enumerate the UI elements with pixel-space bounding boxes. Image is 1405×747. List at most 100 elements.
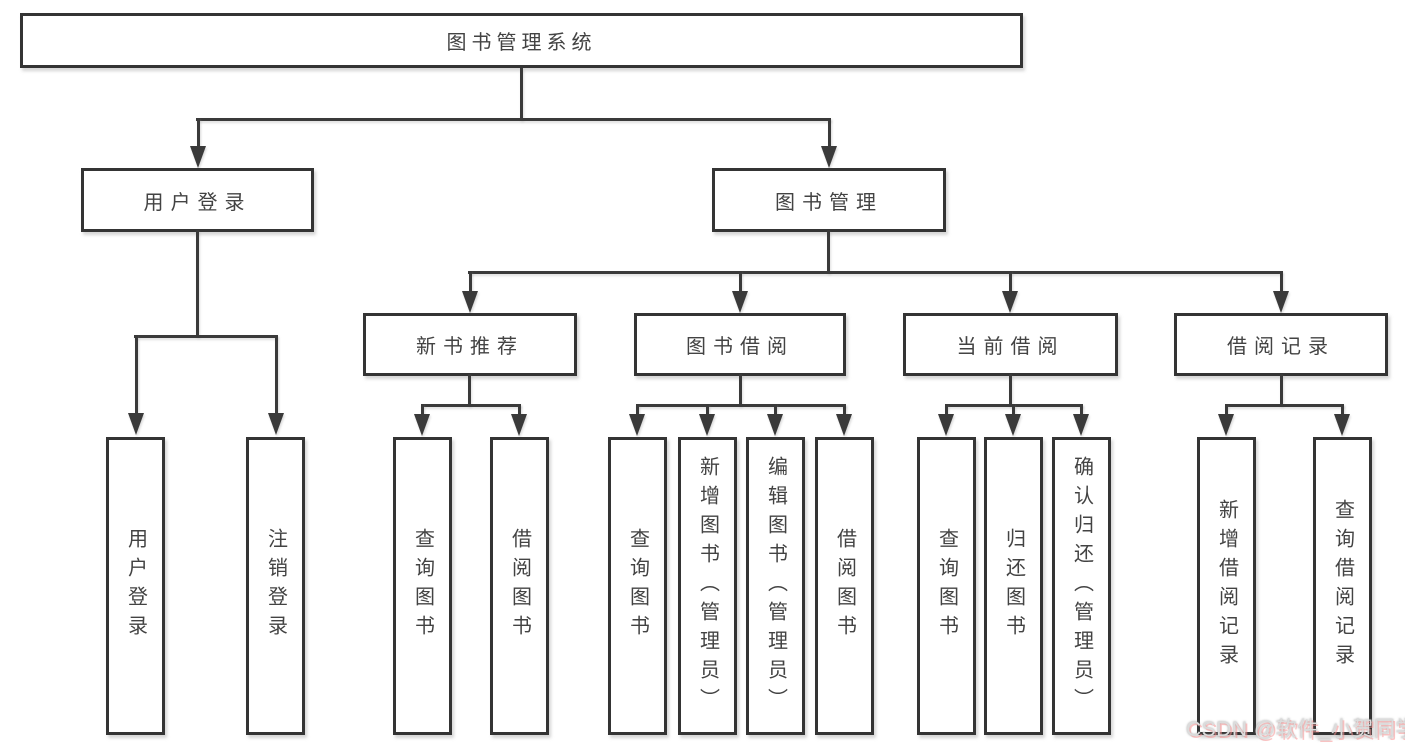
node-root: 图书管理系统 — [20, 13, 1023, 68]
arrow-stem — [705, 404, 709, 418]
node-leaf-bb-add-books: 新增图书（管理员） — [678, 437, 737, 735]
connector-new-book-hbar — [421, 404, 521, 407]
node-leaf-cb-confirm-return: 确认归还（管理员） — [1052, 437, 1111, 735]
arrow-down-icon — [1218, 414, 1234, 436]
connector-user-login-hbar — [134, 335, 277, 338]
arrow-down-icon — [767, 414, 783, 436]
arrow-cb-query-books — [938, 404, 954, 436]
node-leaf-rec-query-books: 查询图书 — [393, 437, 452, 735]
node-leaf-bb-query-books: 查询图书 — [608, 437, 667, 735]
connector-book-borrowing-stem — [739, 374, 742, 406]
arrow-stem — [842, 404, 846, 418]
arrow-down-icon — [511, 414, 527, 436]
node-book-management-label: 图书管理 — [775, 191, 883, 214]
connector-root-stem — [520, 68, 523, 120]
node-leaf-user-login-label: 用户登录 — [124, 528, 147, 644]
node-leaf-bb-edit-books-label: 编辑图书（管理员） — [764, 455, 787, 717]
node-user-login: 用户登录 — [81, 168, 314, 232]
arrow-down-icon — [699, 414, 715, 436]
arrow-down-icon — [128, 413, 144, 435]
node-leaf-cb-query-books-label: 查询图书 — [935, 528, 958, 644]
arrow-stem — [635, 404, 639, 418]
node-user-login-label: 用户登录 — [143, 191, 252, 214]
node-leaf-rec-query-books-label: 查询图书 — [411, 528, 434, 644]
arrow-down-icon — [268, 413, 284, 435]
arrow-rec-query-books — [414, 404, 430, 436]
node-book-borrowing: 图书借阅 — [634, 313, 846, 376]
connector-current-borrowing-stem — [1009, 374, 1012, 406]
arrow-user-login — [190, 118, 206, 168]
arrow-down-icon — [732, 291, 748, 313]
arrow-down-icon — [462, 291, 478, 313]
arrow-stem — [1279, 271, 1283, 295]
arrow-leaf-user-login — [128, 335, 144, 435]
arrow-down-icon — [938, 414, 954, 436]
node-leaf-br-add-record-label: 新增借阅记录 — [1215, 499, 1238, 673]
watermark: CSDN @软件_小贺同学 — [1186, 718, 1405, 741]
arrow-down-icon — [414, 414, 430, 436]
arrow-bb-edit-books — [767, 404, 783, 436]
arrow-down-icon — [1073, 414, 1089, 436]
arrow-stem — [196, 118, 200, 150]
connector-new-book-stem — [468, 374, 471, 406]
arrow-down-icon — [1005, 414, 1021, 436]
arrow-stem — [1340, 404, 1344, 418]
connector-borrowing-records-stem — [1280, 374, 1283, 406]
node-leaf-logout-label: 注销登录 — [264, 528, 287, 644]
arrow-stem — [468, 271, 472, 295]
arrow-stem — [944, 404, 948, 418]
arrow-book-management — [821, 118, 837, 168]
arrow-down-icon — [190, 146, 206, 168]
arrow-stem — [1224, 404, 1228, 418]
arrow-cb-confirm-return — [1073, 404, 1089, 436]
node-new-book-recommend: 新书推荐 — [363, 313, 577, 376]
arrow-leaf-logout — [268, 335, 284, 435]
arrow-bb-borrow-books — [836, 404, 852, 436]
node-book-management: 图书管理 — [712, 168, 946, 232]
arrow-borrowing-records — [1273, 271, 1289, 313]
node-borrowing-records-label: 借阅记录 — [1227, 336, 1335, 358]
node-leaf-bb-add-books-label: 新增图书（管理员） — [696, 455, 719, 717]
arrow-down-icon — [1002, 291, 1018, 313]
arrow-stem — [517, 404, 521, 418]
arrow-stem — [773, 404, 777, 418]
node-leaf-bb-borrow-books-label: 借阅图书 — [833, 528, 856, 644]
arrow-stem — [274, 335, 278, 417]
arrow-book-borrowing — [732, 271, 748, 313]
arrow-down-icon — [836, 414, 852, 436]
node-current-borrowing: 当前借阅 — [903, 313, 1118, 376]
arrow-cb-return-books — [1005, 404, 1021, 436]
node-leaf-br-query-record-label: 查询借阅记录 — [1331, 499, 1354, 673]
connector-borrowing-records-hbar — [1225, 404, 1344, 407]
arrow-down-icon — [629, 414, 645, 436]
connector-book-borrowing-hbar — [636, 404, 846, 407]
arrow-stem — [738, 271, 742, 295]
node-new-book-recommend-label: 新书推荐 — [416, 336, 524, 358]
connector-book-management-hbar — [468, 271, 1282, 274]
node-current-borrowing-label: 当前借阅 — [956, 336, 1065, 358]
arrow-down-icon — [1273, 291, 1289, 313]
node-book-borrowing-label: 图书借阅 — [686, 336, 794, 358]
arrow-bb-add-books — [699, 404, 715, 436]
node-leaf-bb-query-books-label: 查询图书 — [626, 528, 649, 644]
node-leaf-user-login: 用户登录 — [106, 437, 165, 735]
node-leaf-rec-borrow-books: 借阅图书 — [490, 437, 549, 735]
node-leaf-cb-return-books: 归还图书 — [984, 437, 1043, 735]
arrow-bb-query-books — [629, 404, 645, 436]
node-leaf-bb-edit-books: 编辑图书（管理员） — [746, 437, 805, 735]
arrow-current-borrowing — [1002, 271, 1018, 313]
connector-book-management-stem — [827, 230, 830, 273]
node-root-label: 图书管理系统 — [446, 32, 597, 54]
arrow-br-query-record — [1334, 404, 1350, 436]
arrow-rec-borrow-books — [511, 404, 527, 436]
arrow-stem — [1011, 404, 1015, 418]
connector-root-hbar — [196, 118, 831, 121]
arrow-br-add-record — [1218, 404, 1234, 436]
node-leaf-rec-borrow-books-label: 借阅图书 — [508, 528, 531, 644]
node-leaf-bb-borrow-books: 借阅图书 — [815, 437, 874, 735]
node-leaf-cb-confirm-return-label: 确认归还（管理员） — [1070, 455, 1093, 717]
node-leaf-cb-return-books-label: 归还图书 — [1002, 528, 1025, 644]
connector-user-login-stem — [196, 230, 199, 337]
arrow-stem — [1008, 271, 1012, 295]
